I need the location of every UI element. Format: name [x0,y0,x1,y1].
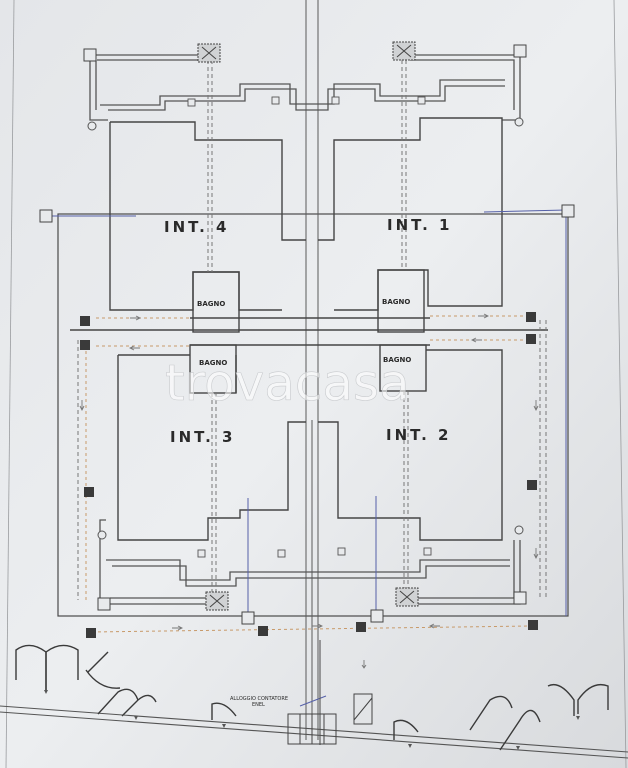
service-lines [77,60,547,600]
gates [15,644,609,751]
conduit-lines [48,209,567,707]
building-walls [70,117,548,541]
unit-label-int-3: INT. 3 [170,428,235,446]
gate-pins [44,690,580,750]
central-axis [305,0,319,740]
dark-markers [80,312,538,638]
street-edge [0,640,628,759]
lamp-points [87,117,524,540]
bathroom-label-nw: BAGNO [197,300,225,308]
bathroom-label-ne: BAGNO [382,298,410,306]
corner-posts [39,44,575,625]
bathroom-label-se: BAGNO [383,356,411,364]
watermark: trovacasa [165,354,410,412]
meter-housing-sublabel: ENEL [252,702,265,708]
inspection-chambers [197,41,419,611]
fittings [187,96,432,558]
unit-label-int-1: INT. 1 [387,216,452,234]
meter-housing-label: ALLOGGIO CONTATORE [230,696,288,702]
flow-arrows [79,313,539,669]
meter-housing [287,693,373,745]
sheet-border [5,0,627,768]
site-boundary [57,213,569,617]
unit-label-int-4: INT. 4 [164,218,229,236]
bathroom-label-sw: BAGNO [199,359,227,367]
unit-label-int-2: INT. 2 [386,426,451,444]
